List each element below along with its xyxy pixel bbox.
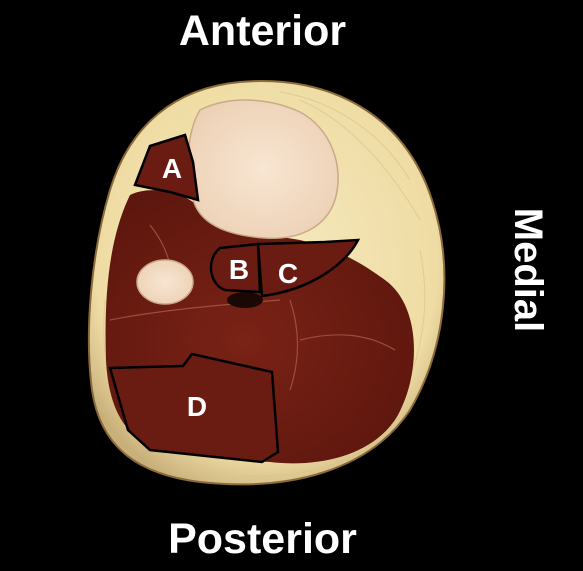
region-b-label: B [229, 254, 249, 285]
region-c-outline [256, 238, 361, 298]
region-a-label: A [162, 153, 182, 184]
label-posterior: Posterior [168, 515, 357, 563]
region-d-outline [108, 352, 280, 464]
label-anterior: Anterior [178, 7, 347, 55]
fibula-bone [136, 259, 194, 305]
neurovascular-bundle [227, 292, 263, 308]
region-b-outline [209, 242, 262, 294]
region-a-outline [133, 133, 200, 202]
region-c-label: C [278, 258, 298, 289]
region-d-label: D [187, 391, 207, 422]
